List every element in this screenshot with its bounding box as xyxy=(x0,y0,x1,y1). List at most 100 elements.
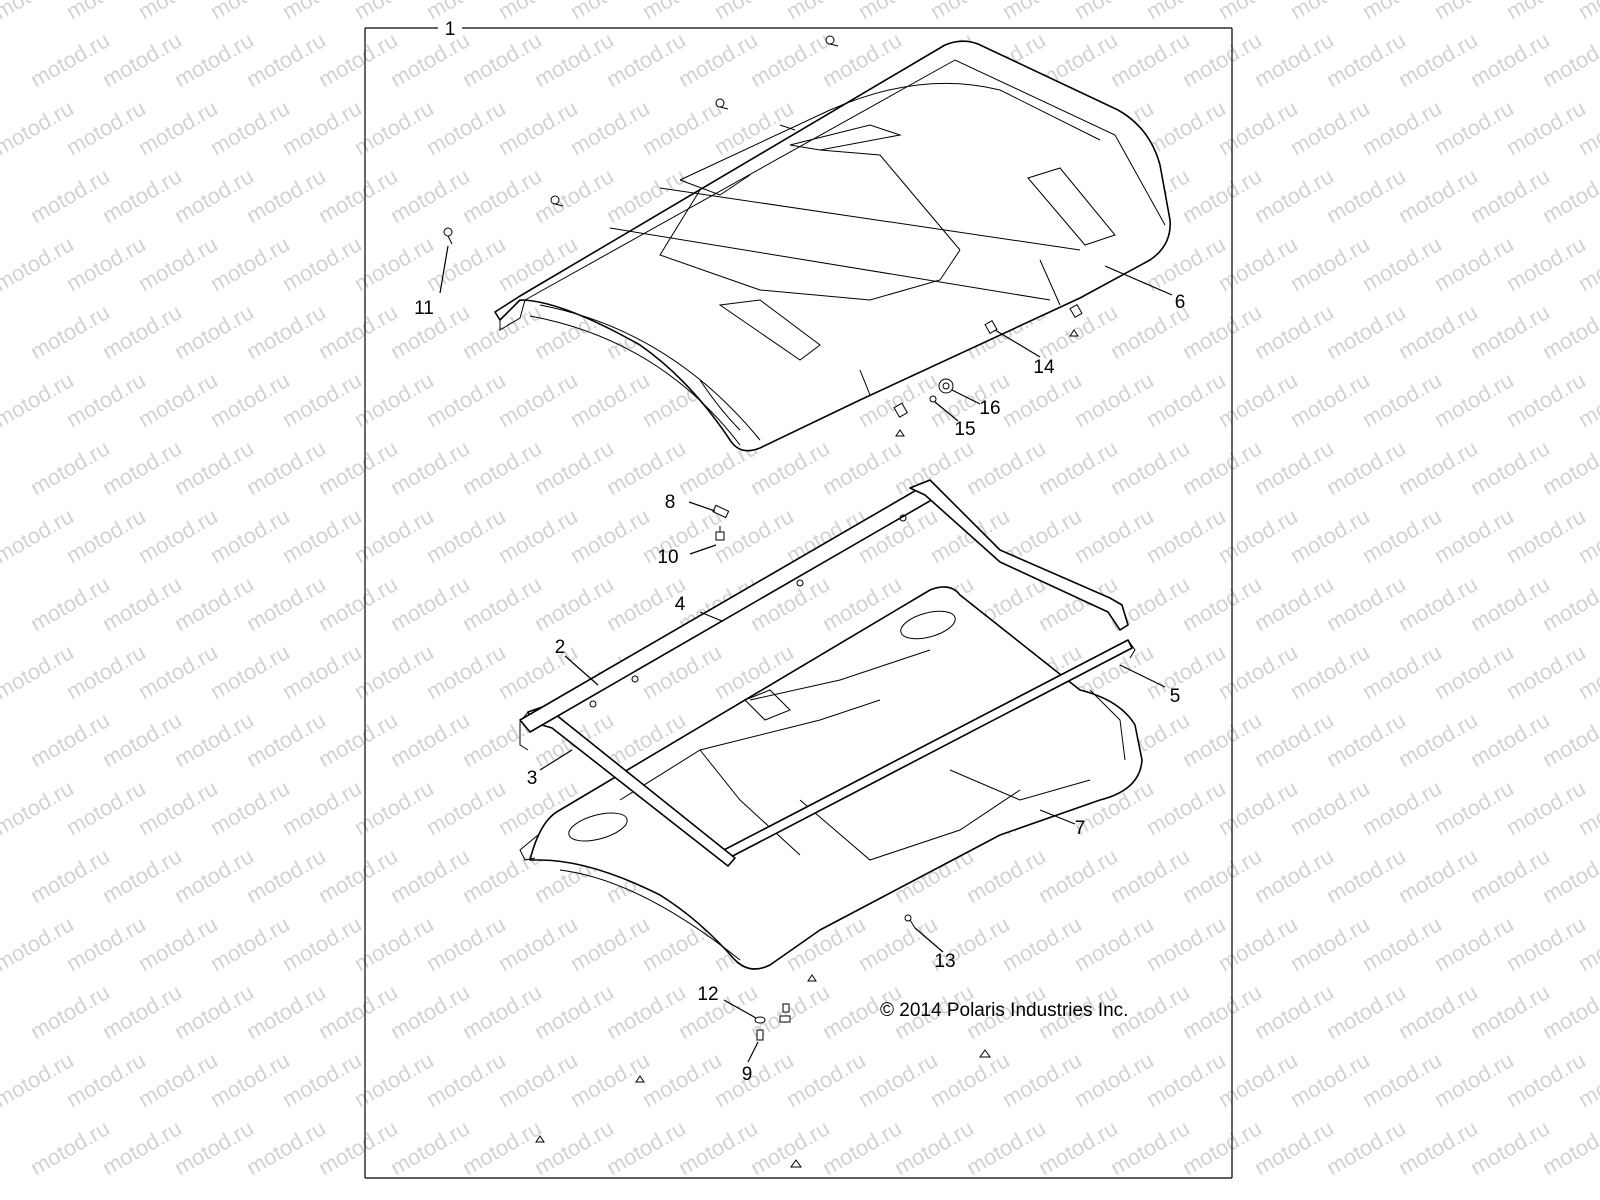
watermark-text: motod.ru xyxy=(1322,435,1410,500)
watermark-text: motod.ru xyxy=(1070,503,1158,568)
watermark-text: motod.ru xyxy=(422,639,510,704)
watermark-text: motod.ru xyxy=(494,367,582,432)
clip-upper-b xyxy=(893,402,909,418)
nut-10 xyxy=(715,526,725,541)
watermark-text: motod.ru xyxy=(1358,1047,1446,1112)
watermark-text: motod.ru xyxy=(26,299,114,364)
watermark-text: motod.ru xyxy=(458,435,546,500)
watermark-text: motod.ru xyxy=(1034,1115,1122,1180)
screw-upper-a xyxy=(1069,329,1079,337)
watermark-text: motod.ru xyxy=(1358,775,1446,840)
watermark-text: motod.ru xyxy=(98,1115,186,1180)
watermark-text: motod.ru xyxy=(1538,27,1600,92)
watermark-text: motod.ru xyxy=(26,843,114,908)
watermark-text: motod.ru xyxy=(206,231,294,296)
watermark-text: motod.ru xyxy=(242,707,330,772)
nut-15 xyxy=(929,395,937,403)
callout-2: 2 xyxy=(555,637,566,658)
watermark-text: motod.ru xyxy=(278,775,366,840)
callout-5: 5 xyxy=(1170,686,1181,707)
watermark-text: motod.ru xyxy=(62,367,150,432)
watermark-text: motod.ru xyxy=(26,979,114,1044)
watermark-text: motod.ru xyxy=(1322,299,1410,364)
watermark-text: motod.ru xyxy=(62,775,150,840)
watermark-text: motod.ru xyxy=(674,1115,762,1180)
callout-1: 1 xyxy=(445,19,456,40)
watermark-text: motod.ru xyxy=(710,1047,798,1112)
watermark-text: motod.ru xyxy=(458,571,546,636)
clip-14-b xyxy=(1069,303,1083,319)
watermark-text: motod.ru xyxy=(1430,367,1518,432)
watermark-text: motod.ru xyxy=(98,435,186,500)
watermark-text: motod.ru xyxy=(1214,95,1302,160)
watermark-text: motod.ru xyxy=(62,1047,150,1112)
rivet-lower-d xyxy=(635,1075,645,1083)
watermark-text: motod.ru xyxy=(242,435,330,500)
watermark-text: motod.ru xyxy=(998,911,1086,976)
watermark-text: motod.ru xyxy=(1142,775,1230,840)
watermark-text: motod.ru xyxy=(0,95,78,160)
watermark-text: motod.ru xyxy=(1322,843,1410,908)
watermark-text: motod.ru xyxy=(1106,27,1194,92)
watermark-text: motod.ru xyxy=(1250,299,1338,364)
watermark-text: motod.ru xyxy=(98,707,186,772)
washer-12 xyxy=(754,1016,766,1024)
rivet-lower-b xyxy=(779,1003,791,1023)
callout-12: 12 xyxy=(697,984,718,1005)
watermark-text: motod.ru xyxy=(1430,95,1518,160)
watermark-text: motod.ru xyxy=(1466,163,1554,228)
watermark-text: motod.ru xyxy=(1142,639,1230,704)
watermark-text: motod.ru xyxy=(566,503,654,568)
watermark-text: motod.ru xyxy=(530,163,618,228)
rivet-lower-a xyxy=(807,974,817,982)
watermark-text: motod.ru xyxy=(242,979,330,1044)
watermark-text: motod.ru xyxy=(386,571,474,636)
watermark-text: motod.ru xyxy=(170,299,258,364)
watermark-text: motod.ru xyxy=(1214,367,1302,432)
watermark-text: motod.ru xyxy=(422,95,510,160)
watermark-text: motod.ru xyxy=(1286,775,1374,840)
watermark-text: motod.ru xyxy=(1214,775,1302,840)
watermark-text: motod.ru xyxy=(1286,95,1374,160)
watermark-text: motod.ru xyxy=(1538,1115,1600,1180)
front-bracket xyxy=(589,479,1129,708)
watermark-text: motod.ru xyxy=(1178,27,1266,92)
watermark-text: motod.ru xyxy=(422,367,510,432)
watermark-text: motod.ru xyxy=(1178,707,1266,772)
watermark-text: motod.ru xyxy=(1394,979,1482,1044)
watermark-text: motod.ru xyxy=(314,843,402,908)
watermark-text: motod.ru xyxy=(314,163,402,228)
watermark-text: motod.ru xyxy=(26,435,114,500)
callout-14: 14 xyxy=(1033,357,1055,378)
watermark-text: motod.ru xyxy=(674,27,762,92)
watermark-text: motod.ru xyxy=(206,1047,294,1112)
watermark-text: motod.ru xyxy=(206,367,294,432)
watermark-text: motod.ru xyxy=(1430,911,1518,976)
watermark-text: motod.ru xyxy=(386,843,474,908)
watermark-text: motod.ru xyxy=(1394,707,1482,772)
watermark-text: motod.ru xyxy=(1394,571,1482,636)
watermark-text: motod.ru xyxy=(1502,639,1590,704)
watermark-text: motod.ru xyxy=(1214,911,1302,976)
watermark-text: motod.ru xyxy=(422,503,510,568)
watermark-text: motod.ru xyxy=(62,503,150,568)
watermark-text: motod.ru xyxy=(134,911,222,976)
watermark-text: motod.ru xyxy=(134,639,222,704)
watermark-text: motod.ru xyxy=(314,979,402,1044)
watermark-text: motod.ru xyxy=(26,163,114,228)
watermark-text: motod.ru xyxy=(1358,231,1446,296)
watermark-text: motod.ru xyxy=(1394,435,1482,500)
watermark-text: motod.ru xyxy=(206,639,294,704)
watermark-text: motod.ru xyxy=(1502,367,1590,432)
watermark-text: motod.ru xyxy=(1214,1047,1302,1112)
watermark-text: motod.ru xyxy=(1502,503,1590,568)
watermark-text: motod.ru xyxy=(1250,843,1338,908)
watermark-text: motod.ru xyxy=(1394,299,1482,364)
assembly-frame xyxy=(364,27,1233,1179)
watermark-text: motod.ru xyxy=(998,1047,1086,1112)
callout-6: 6 xyxy=(1175,292,1186,313)
watermark-text: motod.ru xyxy=(278,911,366,976)
watermark-text: motod.ru xyxy=(1250,163,1338,228)
push-rivet-11-a xyxy=(825,35,839,47)
